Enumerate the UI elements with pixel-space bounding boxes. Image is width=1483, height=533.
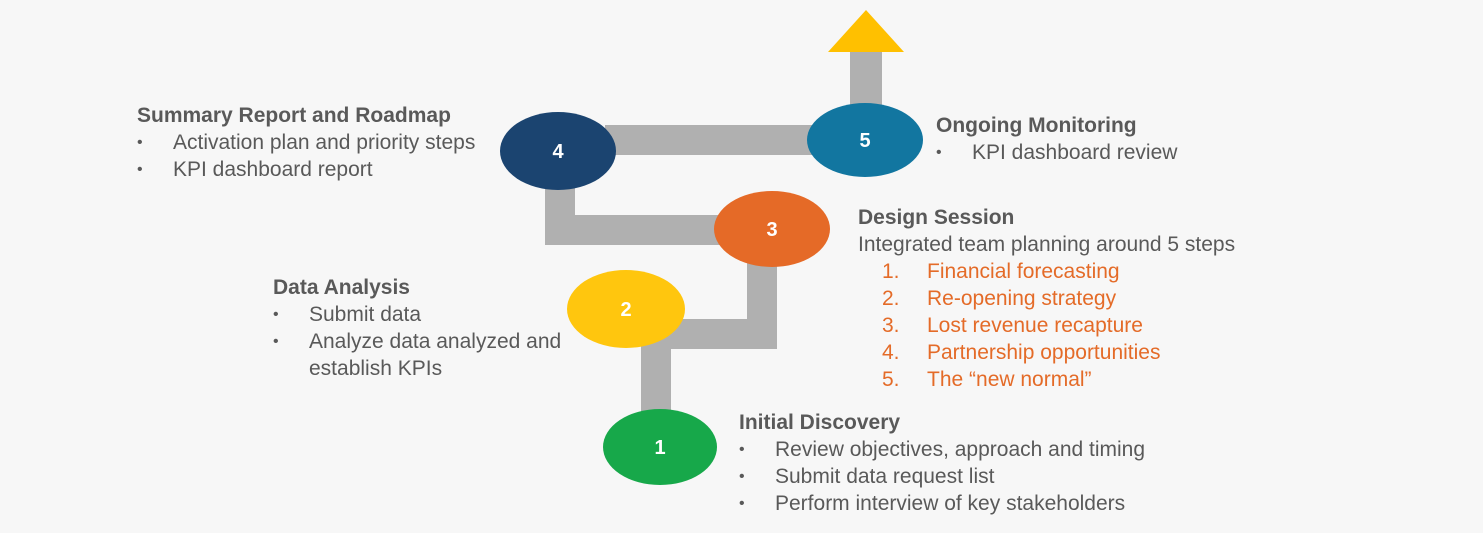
- bullet-text: Perform interview of key stakeholders: [775, 492, 1126, 515]
- step-number-2: 2: [620, 299, 631, 321]
- bullet-icon: •: [739, 441, 745, 458]
- step-4-bullets: • Activation plan and priority steps • K…: [137, 129, 497, 183]
- step-circle-2: 2: [567, 270, 685, 348]
- list-item: 5. The “new normal”: [882, 366, 1235, 393]
- step-circle-3: 3: [714, 191, 830, 267]
- step-circle-4: 4: [500, 112, 616, 190]
- bullet-icon: •: [137, 161, 143, 178]
- list-item: • Review objectives, approach and timing: [739, 436, 1145, 463]
- step-number-4: 4: [552, 141, 564, 163]
- step-3-title: Design Session: [858, 206, 1015, 229]
- step-number-1: 1: [654, 437, 665, 459]
- list-item: 4. Partnership opportunities: [882, 339, 1235, 366]
- list-item: • KPI dashboard review: [936, 139, 1177, 166]
- connector-1-2: [641, 255, 777, 420]
- step-1-title: Initial Discovery: [739, 411, 901, 434]
- list-marker: 4.: [882, 341, 900, 364]
- list-item: • Perform interview of key stakeholders: [739, 490, 1145, 517]
- list-item: 3. Lost revenue recapture: [882, 312, 1235, 339]
- step-1-bullets: • Review objectives, approach and timing…: [739, 436, 1145, 517]
- step-3-description: Integrated team planning around 5 steps: [858, 233, 1236, 256]
- list-item: • Submit data request list: [739, 463, 1145, 490]
- bullet-text: KPI dashboard review: [972, 141, 1178, 164]
- list-text: Financial forecasting: [927, 260, 1120, 283]
- step-3-block: Design Session Integrated team planning …: [858, 204, 1235, 393]
- step-2-bullets: • Submit data • Analyze data analyzed an…: [273, 301, 573, 382]
- bullet-text: KPI dashboard report: [173, 158, 373, 181]
- arrow-up-icon: [828, 10, 904, 52]
- bullet-text: Submit data request list: [775, 465, 995, 488]
- list-item: 2. Re-opening strategy: [882, 285, 1235, 312]
- step-4-title: Summary Report and Roadmap: [137, 104, 451, 127]
- bullet-text: Analyze data analyzed and establish KPIs: [309, 330, 562, 380]
- bullet-icon: •: [137, 134, 143, 151]
- list-text: The “new normal”: [927, 368, 1092, 391]
- list-marker: 1.: [882, 260, 900, 283]
- list-item: • Analyze data analyzed and establish KP…: [273, 328, 569, 382]
- bullet-text: Submit data: [309, 303, 422, 326]
- step-4-block: Summary Report and Roadmap • Activation …: [137, 102, 497, 183]
- step-circle-1: 1: [603, 409, 717, 485]
- list-item: • Activation plan and priority steps: [137, 129, 478, 156]
- connector-3-4: [545, 170, 730, 245]
- list-marker: 2.: [882, 287, 900, 310]
- bullet-icon: •: [936, 144, 942, 161]
- list-item: 1. Financial forecasting: [882, 258, 1235, 285]
- step-number-5: 5: [859, 130, 870, 152]
- bullet-icon: •: [739, 468, 745, 485]
- step-5-bullets: • KPI dashboard review: [936, 139, 1177, 166]
- list-text: Lost revenue recapture: [927, 314, 1143, 337]
- step-number-3: 3: [766, 219, 777, 241]
- step-2-title: Data Analysis: [273, 276, 410, 299]
- step-5-title: Ongoing Monitoring: [936, 114, 1137, 137]
- list-text: Re-opening strategy: [927, 287, 1117, 310]
- step-2-block: Data Analysis • Submit data • Analyze da…: [273, 274, 573, 382]
- step-5-block: Ongoing Monitoring • KPI dashboard revie…: [936, 112, 1177, 166]
- list-marker: 3.: [882, 314, 900, 337]
- bullet-text: Review objectives, approach and timing: [775, 438, 1146, 461]
- step-3-numbered-list: 1. Financial forecasting 2. Re-opening str…: [858, 258, 1235, 393]
- bullet-text: Activation plan and priority steps: [173, 131, 476, 154]
- bullet-icon: •: [273, 333, 279, 350]
- list-item: • KPI dashboard report: [137, 156, 497, 183]
- list-item: • Submit data: [273, 301, 573, 328]
- bullet-icon: •: [273, 306, 279, 323]
- step-circle-5: 5: [807, 103, 923, 177]
- list-marker: 5.: [882, 368, 900, 391]
- list-text: Partnership opportunities: [927, 341, 1161, 364]
- step-1-block: Initial Discovery • Review objectives, a…: [739, 409, 1145, 517]
- bullet-icon: •: [739, 495, 745, 512]
